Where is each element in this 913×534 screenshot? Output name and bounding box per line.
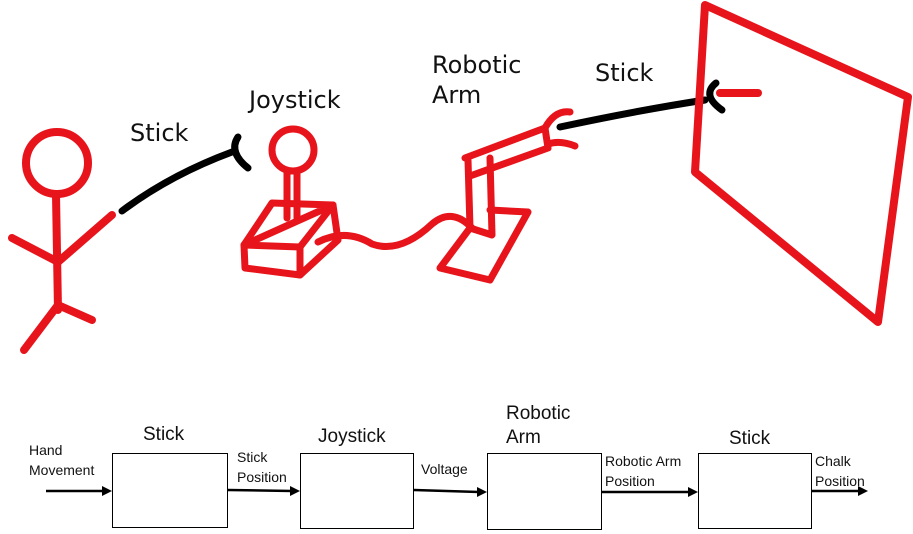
- stick-figure-left-leg: [20, 301, 62, 354]
- stick-left: [118, 133, 252, 215]
- arrow-voltage: [413, 487, 487, 497]
- stick-figure-body: [52, 191, 62, 314]
- sketch-label-stick-right: Stick: [595, 59, 654, 87]
- block-stick: [112, 453, 228, 528]
- stick-figure-right-leg: [54, 301, 96, 324]
- signal-label-hand-movement: Hand Movement: [29, 442, 95, 479]
- robotic-arm-drawing: [436, 108, 579, 284]
- stick-figure: [8, 128, 116, 354]
- signal-arrows: [46, 486, 868, 497]
- stick-right: [556, 79, 726, 131]
- block-robotic-arm: [487, 453, 602, 530]
- signal-label-voltage: Voltage: [421, 461, 468, 477]
- signal-label-chalk-position: Chalk Position: [815, 453, 865, 490]
- sketch-label-joystick: Joystick: [249, 86, 341, 114]
- block-joystick: [300, 453, 414, 529]
- arrow-stick-position: [227, 486, 300, 496]
- stick-figure-head: [22, 128, 92, 198]
- arrow-chalk-position: [812, 486, 868, 496]
- sketch-label-robotic-arm: Robotic Arm: [432, 51, 522, 109]
- block-label-joystick: Joystick: [318, 426, 386, 447]
- stick-figure-left-arm: [8, 234, 62, 266]
- signal-label-stick-position: Stick Position: [237, 449, 287, 486]
- chalkboard: [691, 1, 912, 326]
- sketch-label-stick-left: Stick: [130, 119, 189, 147]
- block-stick-output: [698, 453, 812, 529]
- arrow-hand-movement: [46, 486, 112, 496]
- block-label-stick-output: Stick: [729, 428, 771, 449]
- block-label-robotic-arm: Robotic Arm: [506, 403, 571, 448]
- signal-label-robotic-arm-position: Robotic Arm Position: [605, 453, 682, 490]
- stick-figure-right-arm: [54, 211, 116, 266]
- block-label-stick: Stick: [143, 424, 185, 445]
- joystick-drawing: [240, 125, 342, 279]
- arrow-robotic-arm-position: [602, 487, 698, 497]
- joystick-cable: [314, 213, 476, 250]
